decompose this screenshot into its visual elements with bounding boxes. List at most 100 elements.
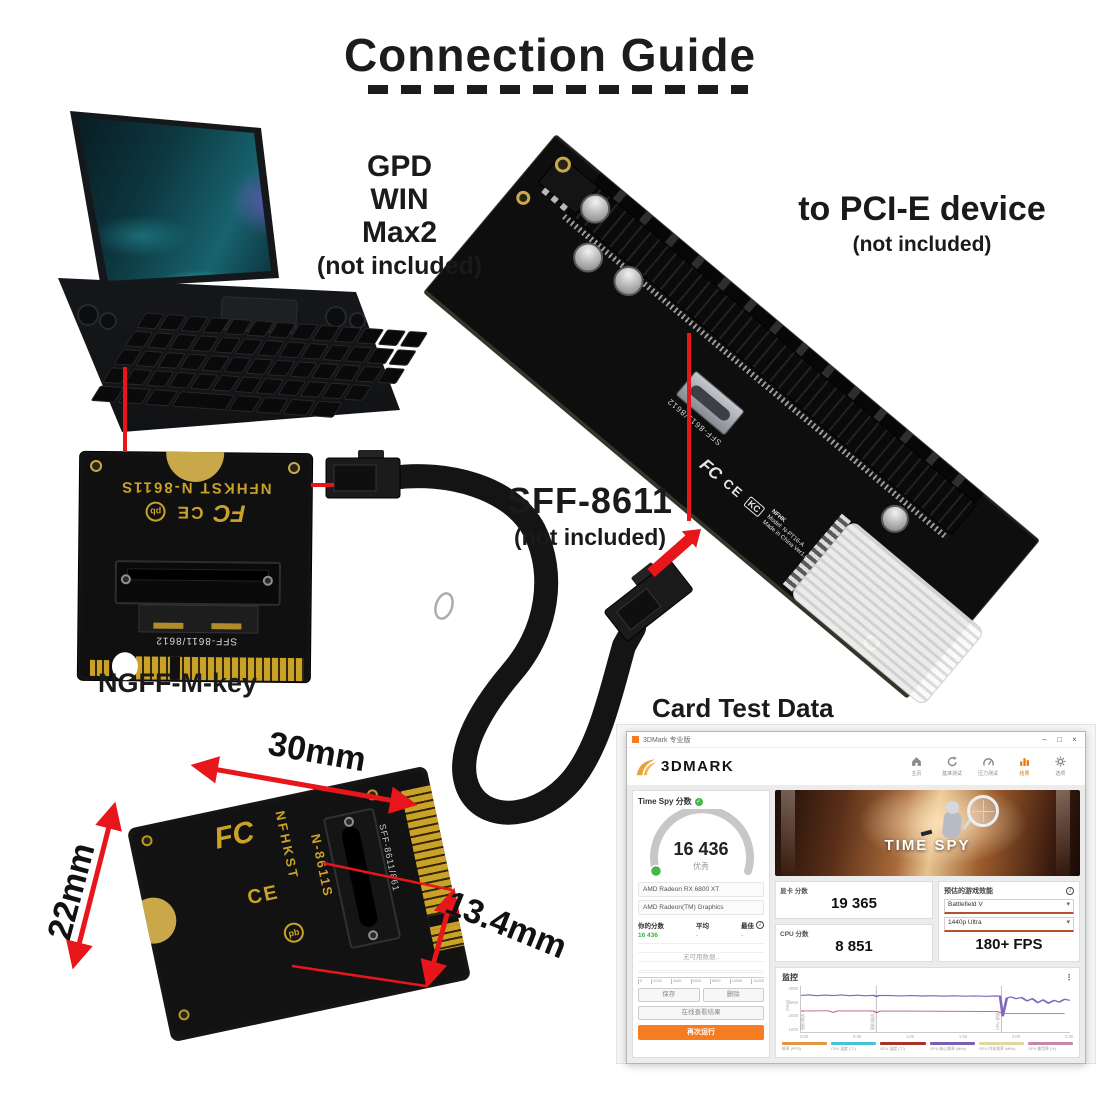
- laptop-screen-art: [77, 117, 271, 281]
- legend-item: GPU 内存频率 (MHz): [978, 1042, 1024, 1052]
- 3dmark-logo-text: 3DMARK: [661, 758, 735, 775]
- gpu-temp-pink: [801, 1010, 1065, 1015]
- y-tick: 4000: [788, 986, 798, 991]
- estimate-title: 预估的游戏效能: [944, 888, 993, 895]
- nav-item-压力测试[interactable]: 压力测试: [972, 756, 1005, 777]
- home-icon: [912, 757, 921, 766]
- test-data-heading: Card Test Data: [652, 693, 834, 723]
- timespy-title: TIME SPY: [884, 837, 971, 854]
- y-tick: 3000: [788, 999, 798, 1005]
- 3dmark-logo-icon: [636, 758, 657, 775]
- scale-tick: 4000: [670, 979, 682, 984]
- scale-tick: 8000: [710, 979, 721, 984]
- cable-label: SFF-8611 (not included): [470, 480, 710, 551]
- gamepad-stick-left: [77, 304, 99, 326]
- nav-label: 选项: [1055, 771, 1066, 777]
- laptop-key: [171, 391, 235, 411]
- monitoring-title: 监控: [782, 973, 798, 982]
- close-button[interactable]: ×: [1072, 735, 1077, 744]
- maximize-button[interactable]: □: [1057, 735, 1062, 744]
- cable-connector-left: [325, 450, 401, 499]
- legend-label: GPU 温度 (°C): [880, 1046, 906, 1051]
- legend-item: CPU 温度 (°C): [831, 1042, 877, 1052]
- nav-item-选项[interactable]: 选项: [1044, 756, 1077, 777]
- legend-label: CPU 温度 (°C): [831, 1046, 857, 1051]
- chart-legend: 帧率 (FPS)CPU 温度 (°C)GPU 温度 (°C)GPU 核心频率 (…: [782, 1042, 1074, 1052]
- dim-card-brand-silk: NFHKST: [272, 809, 302, 882]
- legend-item: GPU 使用率 (%): [1027, 1042, 1074, 1052]
- info-icon[interactable]: i: [1066, 887, 1074, 895]
- ngff-silkscreen: FC CE pb NFHKST N-8611S: [95, 478, 295, 527]
- page-title: Connection Guide: [343, 29, 757, 81]
- save-button[interactable]: 保存: [638, 988, 700, 1002]
- score-gauge: 16 436 优秀: [638, 805, 764, 879]
- monitoring-svg: [801, 986, 1070, 1032]
- gold-antenna-notch: [165, 451, 225, 483]
- info-icon[interactable]: i: [756, 921, 764, 929]
- app-icon: [632, 736, 639, 743]
- x-tick: 0:00: [800, 1034, 809, 1039]
- nav-label: 压力测试: [978, 771, 999, 777]
- app-content: Time Spy 分数 ✓ 16 436 优秀 AMD Radeon RX 68…: [627, 785, 1085, 1063]
- scale-tick: 0: [638, 979, 643, 984]
- edge-tab-fingers: [430, 924, 465, 952]
- mount-hole: [365, 788, 379, 802]
- result-panel: Time Spy 分数 ✓ 16 436 优秀 AMD Radeon RX 68…: [632, 790, 770, 1058]
- connector-screw: [120, 574, 131, 585]
- gold-pad: [211, 623, 242, 630]
- title-underline: [368, 85, 748, 94]
- no-data-message: 无可用数据..: [638, 943, 764, 973]
- ngff-model-silk: NFHKST N-8611S: [120, 478, 272, 497]
- sff-8611-port: [675, 370, 745, 436]
- ngff-label: NGFF-M-key: [98, 668, 258, 698]
- timespy-hero-banner: TIME SPY: [775, 790, 1080, 876]
- run-again-button[interactable]: 再次运行: [638, 1025, 764, 1040]
- x-tick: 0:30: [852, 1034, 862, 1039]
- options-icon: [1055, 756, 1066, 767]
- estimated-fps: 180+ FPS: [975, 936, 1043, 953]
- section-label: CPU 测试: [995, 1012, 1001, 1030]
- legend-swatch: [929, 1042, 975, 1045]
- nav-item-基准测试[interactable]: 基准测试: [936, 756, 969, 777]
- nav-item-主页[interactable]: 主页: [900, 756, 933, 777]
- legend-item: GPU 温度 (°C): [880, 1042, 926, 1052]
- delete-button[interactable]: 删除: [702, 988, 764, 1002]
- mount-hole: [513, 188, 534, 208]
- best-value: -: [741, 932, 744, 939]
- 3dmark-logo: 3DMARK: [635, 757, 734, 777]
- nav-label: 结果: [1019, 771, 1030, 777]
- sub-score-cards: 显卡 分数 19 365 CPU 分数 8 851: [775, 881, 933, 962]
- timespy-score: 16 436: [673, 839, 729, 859]
- kebab-menu-icon[interactable]: ⋮: [1065, 973, 1073, 982]
- x-tick: 1:00: [905, 1034, 915, 1039]
- scale-tick: 6000: [690, 979, 701, 984]
- window-titlebar: 3DMark 专业版 – □ ×: [627, 732, 1085, 748]
- oculink-connector: [114, 560, 282, 606]
- y-axis-label: (MHz): [785, 999, 790, 1012]
- cpu-score-label: CPU 分数: [780, 931, 809, 938]
- gauge-dot-icon: [649, 864, 663, 878]
- result-detail-column: TIME SPY 显卡 分数 19 365 CPU 分数 8 851: [775, 790, 1080, 1058]
- cable-connector-right: [604, 560, 693, 641]
- benchmark-icon: [947, 756, 957, 767]
- gpu-row-1[interactable]: AMD Radeon RX 6800 XT: [638, 882, 764, 897]
- dimension-width-label: 30mm: [265, 724, 369, 780]
- scale-tick: 10000: [729, 979, 743, 984]
- view-online-button[interactable]: 在线查看结果: [638, 1006, 764, 1020]
- legend-item: GPU 核心频率 (MHz): [929, 1042, 975, 1052]
- nav-item-结果[interactable]: 结果: [1008, 756, 1041, 777]
- minimize-button[interactable]: –: [1042, 735, 1047, 744]
- section-label: 图形测试 2: [870, 1010, 876, 1030]
- legend-swatch: [880, 1042, 926, 1045]
- gpu-row-2[interactable]: AMD Radeon(TM) Graphics: [638, 900, 764, 915]
- wire-clip: [434, 592, 454, 620]
- legend-swatch: [978, 1042, 1024, 1045]
- best-header: 最佳: [741, 923, 754, 930]
- preset-dropdown[interactable]: 1440p Ultra ▾: [944, 917, 1074, 932]
- game-dropdown[interactable]: Battlefield V ▾: [944, 899, 1074, 914]
- results-icon: [1020, 758, 1029, 766]
- dimension-height-label: 22mm: [40, 838, 103, 944]
